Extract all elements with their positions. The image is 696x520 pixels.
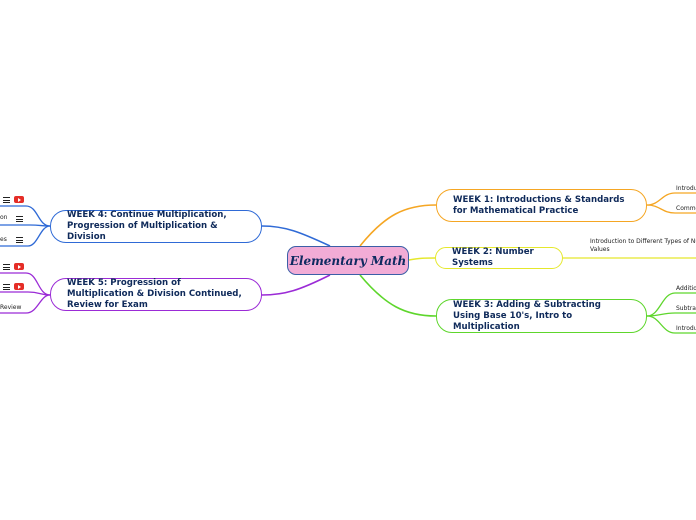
connector-week-4-sub-1 — [0, 224, 51, 227]
notes-icon[interactable] — [3, 284, 10, 290]
central-topic[interactable]: Elementary Math — [287, 246, 409, 275]
topic-week-3[interactable]: WEEK 3: Adding & Subtracting Using Base … — [436, 299, 647, 333]
subtopic-week-3-item-2[interactable]: Subtra — [676, 305, 696, 312]
connector-week-3-sub-1 — [646, 292, 696, 317]
topic-week-2[interactable]: WEEK 2: Number Systems — [435, 247, 563, 269]
subtopic-week-1-item-2[interactable]: Commo — [676, 205, 696, 212]
connector-week-4 — [261, 225, 331, 247]
connector-week-3-sub-3 — [646, 315, 696, 334]
youtube-icon[interactable] — [14, 283, 24, 290]
youtube-icon[interactable] — [14, 196, 24, 203]
topic-week-1[interactable]: WEEK 1: Introductions & Standards for Ma… — [436, 189, 647, 222]
youtube-icon[interactable] — [14, 263, 24, 270]
subtopic-week-5-item-1[interactable]: Review — [0, 304, 22, 311]
topic-week-4[interactable]: WEEK 4: Continue Multiplication, Progres… — [50, 210, 262, 243]
topic-week-3-label: WEEK 3: Adding & Subtracting Using Base … — [453, 299, 601, 332]
notes-icon[interactable] — [3, 197, 10, 203]
subtopic-week-3-item-1[interactable]: Additio — [676, 285, 696, 292]
central-topic-label: Elementary Math — [289, 253, 407, 268]
connector-week-4-sub-0 — [0, 205, 51, 227]
notes-icon[interactable] — [16, 237, 23, 243]
subtopic-week-1-item-1[interactable]: Introdu — [676, 185, 696, 192]
connector-week-1-sub-1 — [646, 192, 696, 206]
subtopic-week-4-item-2[interactable]: es — [0, 236, 7, 243]
topic-week-5-label: WEEK 5: Progression of Multiplication & … — [67, 278, 242, 310]
topic-week-2-label: WEEK 2: Number Systems — [452, 247, 534, 268]
connector-week-4-sub-2 — [0, 225, 51, 247]
connector-week-5 — [261, 274, 331, 296]
connector-lines — [0, 192, 696, 334]
connector-week-1-sub-2 — [646, 204, 696, 214]
notes-icon[interactable] — [3, 264, 10, 270]
connector-week-3 — [359, 274, 437, 317]
connector-week-5-sub-1 — [0, 291, 51, 296]
connector-week-2 — [408, 257, 436, 261]
topic-week-5[interactable]: WEEK 5: Progression of Multiplication & … — [50, 278, 262, 311]
connector-week-1 — [359, 204, 437, 247]
connector-week-5-sub-2 — [0, 294, 51, 314]
topic-week-1-label: WEEK 1: Introductions & Standards for Ma… — [453, 194, 625, 216]
subtopic-week-3-item-3[interactable]: Introdu — [676, 325, 696, 332]
notes-icon[interactable] — [16, 216, 23, 222]
subtopic-week-4-item-1[interactable]: on — [0, 214, 8, 221]
topic-week-4-label: WEEK 4: Continue Multiplication, Progres… — [67, 210, 227, 242]
subtopic-week-2-item-1[interactable]: Introduction to Different Types of Nu Va… — [590, 238, 696, 253]
